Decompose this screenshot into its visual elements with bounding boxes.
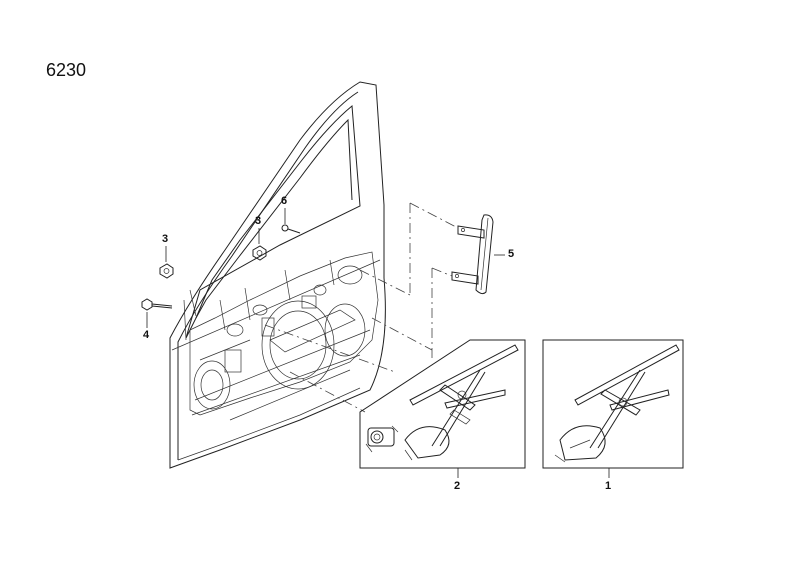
callout-5: 5 — [508, 248, 515, 260]
callout-3-center: 3 — [255, 215, 262, 227]
regulator-assembly-box — [359, 339, 526, 469]
diagram-number: 6230 — [46, 60, 87, 80]
power-window-regulator — [365, 344, 519, 461]
callout-3-left: 3 — [162, 233, 169, 245]
manual-window-regulator — [554, 344, 680, 463]
manual-regulator-box — [542, 339, 684, 469]
bolt-small — [281, 224, 301, 234]
nut-left — [159, 263, 174, 279]
bolt-long — [141, 298, 173, 311]
callout-2: 2 — [454, 480, 461, 492]
door-inner-panel — [189, 251, 379, 421]
callout-4: 4 — [143, 329, 150, 341]
front-door-shell — [169, 81, 386, 469]
callout-1: 1 — [605, 480, 612, 492]
nut-center — [252, 245, 267, 261]
glass-run-channel — [451, 214, 494, 295]
callout-6: 6 — [281, 195, 288, 207]
assembly-guide-lines — [264, 202, 459, 413]
